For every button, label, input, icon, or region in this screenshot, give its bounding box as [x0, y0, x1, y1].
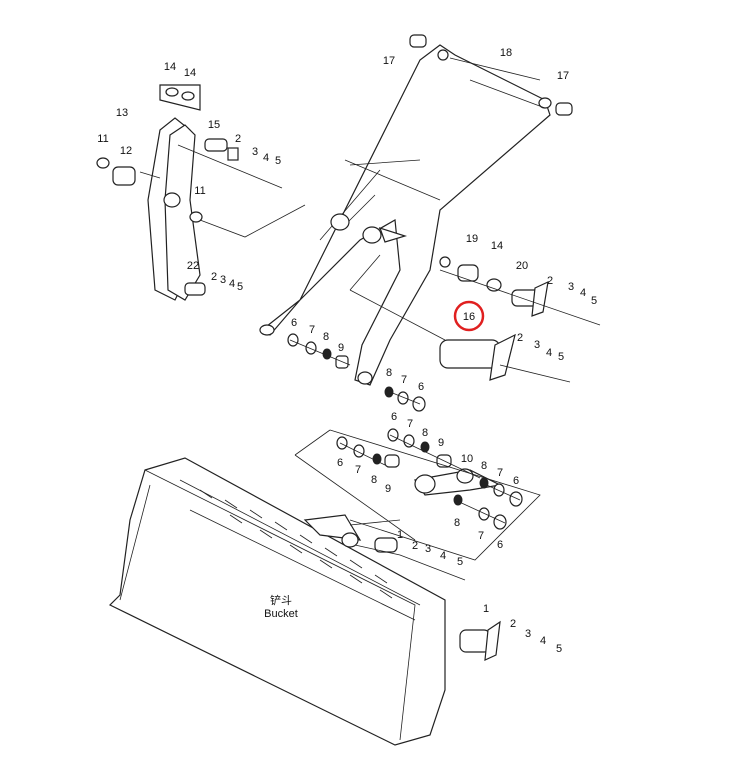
link-10 — [294, 429, 541, 561]
callout-9: 9 — [438, 437, 444, 449]
callout-5: 5 — [457, 556, 463, 568]
callout-16: 16 — [463, 311, 475, 323]
callout-4: 4 — [440, 550, 446, 562]
callout-3: 3 — [252, 146, 258, 158]
callout-4: 4 — [580, 287, 586, 299]
pin-16 — [349, 254, 601, 383]
callout-8: 8 — [323, 331, 329, 343]
callout-4: 4 — [546, 347, 552, 359]
callout-12: 12 — [120, 145, 132, 157]
callout-1: 1 — [397, 529, 403, 541]
callout-1: 1 — [483, 603, 489, 615]
callout-11: 11 — [194, 185, 205, 197]
callout-3: 3 — [568, 281, 574, 293]
callout-11: 11 — [97, 133, 108, 145]
callout-8: 8 — [386, 367, 392, 379]
callout-8: 8 — [454, 517, 460, 529]
callout-7: 7 — [355, 464, 361, 476]
bucket — [108, 457, 501, 746]
callout-14: 14 — [184, 67, 196, 79]
callout-2: 2 — [211, 271, 217, 283]
bucket-label-en: Bucket — [264, 608, 298, 620]
callout-13: 13 — [116, 107, 128, 119]
callout-6: 6 — [291, 317, 297, 329]
callout-2: 2 — [412, 540, 418, 552]
callout-10: 10 — [461, 453, 473, 465]
lift-arm — [259, 44, 552, 386]
callout-17: 17 — [383, 55, 395, 67]
callout-6: 6 — [497, 539, 503, 551]
callout-7: 7 — [407, 418, 413, 430]
callout-8: 8 — [422, 427, 428, 439]
callout-6: 6 — [391, 411, 397, 423]
callout-4: 4 — [229, 278, 235, 290]
callout-2: 2 — [510, 618, 516, 630]
callout-3: 3 — [525, 628, 531, 640]
callout-6: 6 — [418, 381, 424, 393]
callout-4: 4 — [540, 635, 546, 647]
callout-15: 15 — [208, 119, 220, 131]
callout-20: 20 — [516, 260, 528, 272]
callout-3: 3 — [220, 274, 226, 286]
callout-5: 5 — [558, 351, 564, 363]
callout-5: 5 — [591, 295, 597, 307]
callout-5: 5 — [237, 281, 243, 293]
callout-5: 5 — [275, 155, 281, 167]
callout-18: 18 — [500, 47, 512, 59]
callout-3: 3 — [534, 339, 540, 351]
callout-2: 2 — [235, 133, 241, 145]
callout-5: 5 — [556, 643, 562, 655]
callout-4: 4 — [263, 152, 269, 164]
callout-9: 9 — [338, 342, 344, 354]
callout-14: 14 — [491, 240, 503, 252]
link-13 — [96, 84, 306, 301]
callout-8: 8 — [481, 460, 487, 472]
callout-19: 19 — [466, 233, 478, 245]
callout-6: 6 — [513, 475, 519, 487]
callout-7: 7 — [309, 324, 315, 336]
callout-2: 2 — [517, 332, 523, 344]
callout-22: 22 — [187, 260, 199, 272]
callout-7: 7 — [478, 530, 484, 542]
callout-17: 17 — [557, 70, 569, 82]
callout-2: 2 — [547, 275, 553, 287]
pin-17-top — [409, 34, 427, 48]
washers — [287, 333, 523, 530]
callout-6: 6 — [337, 457, 343, 469]
highlight-circle-16 — [453, 300, 485, 332]
callout-3: 3 — [425, 543, 431, 555]
callout-7: 7 — [401, 374, 407, 386]
callout-7: 7 — [497, 467, 503, 479]
bucket-label-cn: 铲斗 — [270, 593, 292, 607]
callout-8: 8 — [371, 474, 377, 486]
callout-9: 9 — [385, 483, 391, 495]
callout-14: 14 — [164, 61, 176, 73]
pin-17-right — [555, 102, 573, 116]
